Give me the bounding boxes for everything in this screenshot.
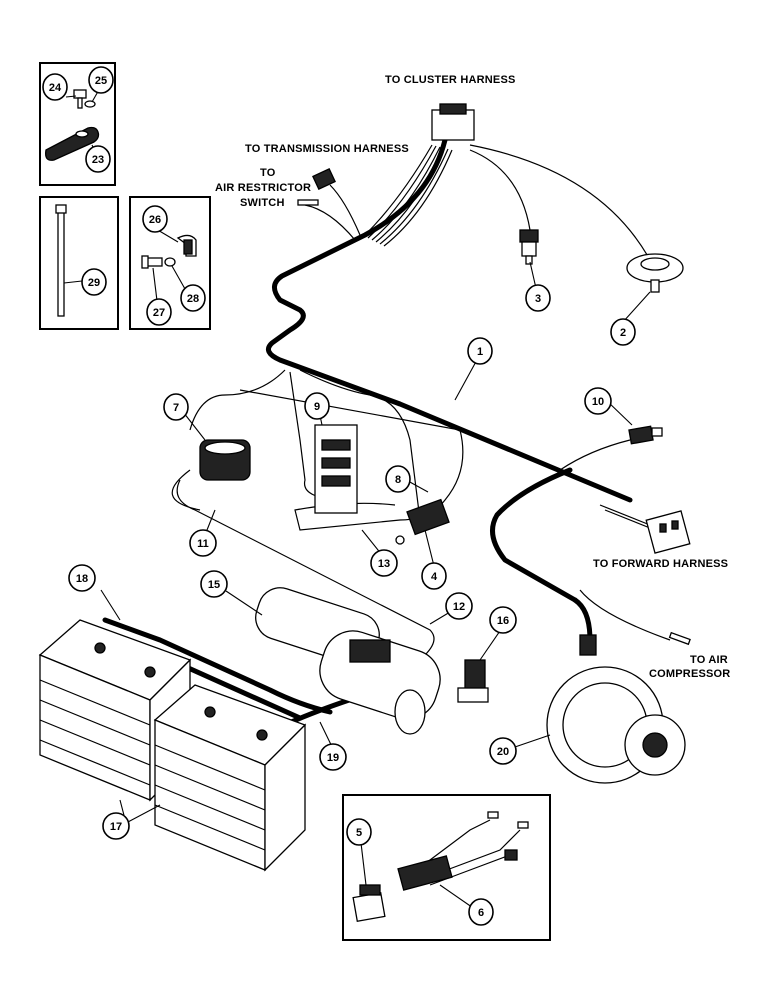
callout-5: 5 xyxy=(346,818,372,846)
relay-5 xyxy=(352,884,386,923)
svg-text:10: 10 xyxy=(592,396,604,408)
callout-18: 18 xyxy=(68,564,96,592)
gauge-2 xyxy=(626,253,684,293)
relay-7 xyxy=(199,439,251,481)
fuse-block-9 xyxy=(314,424,358,514)
callout-7: 7 xyxy=(163,393,189,421)
alternator-20 xyxy=(546,634,686,784)
svg-text:2: 2 xyxy=(620,327,626,339)
svg-text:5: 5 xyxy=(356,827,362,839)
callout-16: 16 xyxy=(489,606,517,634)
callout-23: 23 xyxy=(85,145,111,173)
detail-box-clamp-hardware xyxy=(129,196,211,330)
callout-27: 27 xyxy=(146,298,172,326)
label-air-restrictor-line1: TO xyxy=(260,167,276,179)
callout-25: 25 xyxy=(88,66,114,94)
callout-1: 1 xyxy=(467,337,493,365)
grounding-lug-part xyxy=(45,89,100,161)
callout-29: 29 xyxy=(81,268,107,296)
air-restrictor-lead xyxy=(297,199,319,206)
cable-tie-part xyxy=(55,204,67,317)
label-to-forward-harness: TO FORWARD HARNESS xyxy=(593,558,728,570)
transmission-harness-connector xyxy=(312,167,336,191)
svg-text:9: 9 xyxy=(314,401,320,413)
detail-box-relay-kit xyxy=(342,794,551,941)
callout-12: 12 xyxy=(445,592,473,620)
callout-3: 3 xyxy=(525,284,551,312)
callout-8: 8 xyxy=(385,465,411,493)
svg-text:18: 18 xyxy=(76,573,88,585)
label-air-restrictor-line2: AIR RESTRICTOR xyxy=(215,182,311,194)
starter-15 xyxy=(255,587,441,735)
svg-text:16: 16 xyxy=(497,615,509,627)
svg-text:24: 24 xyxy=(49,82,62,94)
forward-harness-connector xyxy=(645,510,691,554)
callout-20: 20 xyxy=(489,737,517,765)
svg-text:8: 8 xyxy=(395,474,401,486)
battery-right xyxy=(153,684,307,872)
detail-box-grounding-lug xyxy=(39,62,116,186)
label-air-compressor-line1: TO AIR xyxy=(690,654,728,666)
svg-text:4: 4 xyxy=(431,571,438,583)
callout-24: 24 xyxy=(42,73,68,101)
svg-text:28: 28 xyxy=(187,293,199,305)
cluster-harness-connector xyxy=(431,103,475,141)
svg-text:13: 13 xyxy=(378,558,390,570)
callout-11: 11 xyxy=(189,529,217,557)
svg-text:11: 11 xyxy=(197,538,209,550)
svg-text:27: 27 xyxy=(153,307,165,319)
label-to-cluster-harness: TO CLUSTER HARNESS xyxy=(385,74,516,86)
svg-text:1: 1 xyxy=(477,346,483,358)
svg-text:19: 19 xyxy=(327,752,339,764)
switch-4 xyxy=(395,498,450,545)
relay-harness-6 xyxy=(397,811,529,891)
sensor-10 xyxy=(628,425,663,445)
sender-3 xyxy=(519,229,539,265)
callout-26: 26 xyxy=(142,205,168,233)
svg-text:12: 12 xyxy=(453,601,465,613)
label-to-transmission-harness: TO TRANSMISSION HARNESS xyxy=(245,143,409,155)
label-air-restrictor-line3: SWITCH xyxy=(240,197,285,209)
part-16 xyxy=(457,659,489,703)
callout-6: 6 xyxy=(468,898,494,926)
callout-9: 9 xyxy=(304,392,330,420)
svg-text:29: 29 xyxy=(88,277,100,289)
svg-text:23: 23 xyxy=(92,154,104,166)
callout-13: 13 xyxy=(370,549,398,577)
callout-4: 4 xyxy=(421,562,447,590)
svg-text:3: 3 xyxy=(535,293,541,305)
svg-text:7: 7 xyxy=(173,402,179,414)
svg-text:15: 15 xyxy=(208,579,220,591)
callout-17: 17 xyxy=(102,812,130,840)
air-compressor-lead xyxy=(668,631,691,646)
svg-text:6: 6 xyxy=(478,907,484,919)
callout-28: 28 xyxy=(180,284,206,312)
callout-10: 10 xyxy=(584,387,612,415)
callout-2: 2 xyxy=(610,318,636,346)
clamp-hardware-part xyxy=(141,234,197,269)
label-air-compressor-line2: COMPRESSOR xyxy=(649,668,730,680)
svg-text:26: 26 xyxy=(149,214,161,226)
callout-15: 15 xyxy=(200,570,228,598)
svg-text:20: 20 xyxy=(497,746,509,758)
svg-text:17: 17 xyxy=(110,821,122,833)
detail-box-cable-tie xyxy=(39,196,119,330)
svg-text:25: 25 xyxy=(95,75,107,87)
callout-19: 19 xyxy=(319,743,347,771)
